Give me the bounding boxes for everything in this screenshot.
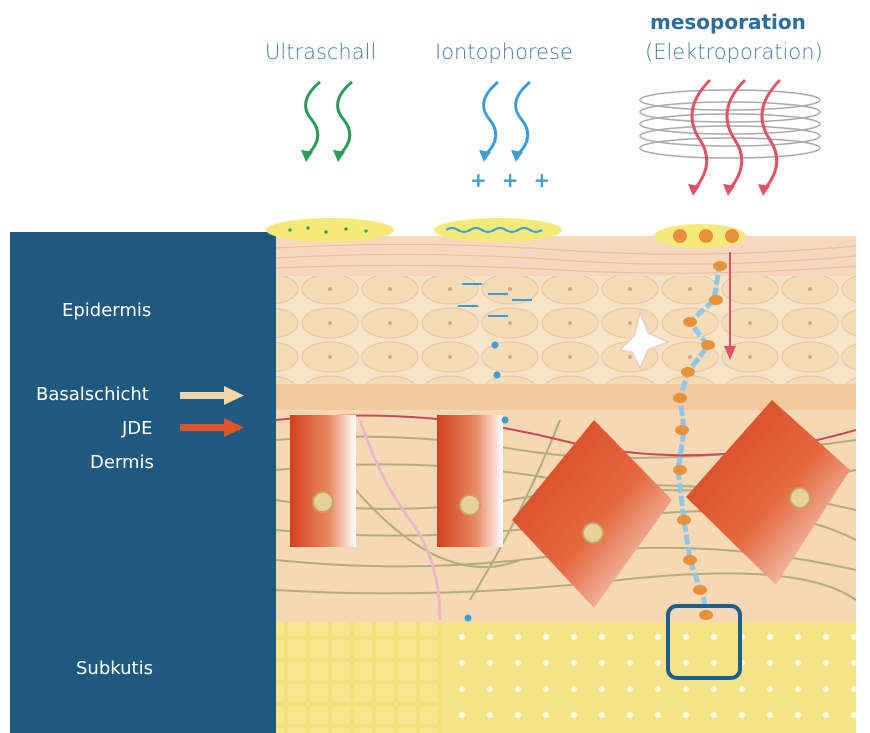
mesoporation-waves	[692, 80, 780, 190]
subcutis-label: Subkutis	[76, 658, 153, 679]
ultrasound-label: Ultraschall	[265, 40, 376, 64]
iontophoresis-label: Iontophorese	[435, 40, 573, 64]
mesoporation-label: mesoporation	[650, 10, 806, 34]
epidermis-label: Epidermis	[62, 300, 151, 321]
fibroblast-cell-1	[290, 415, 356, 547]
iontophoresis-waves	[484, 82, 530, 156]
epidermis-layer	[276, 276, 856, 388]
subcutis-layer-right	[442, 622, 856, 733]
ultrasound-gel	[266, 218, 394, 242]
jde-label: JDE	[122, 418, 153, 439]
electroporation-label: (Elektroporation)	[645, 40, 823, 64]
basal-label: Basalschicht	[36, 384, 149, 405]
iontophoresis-gel	[434, 218, 562, 242]
ultrasound-waves	[306, 82, 352, 156]
ion-plus-marks: + + +	[470, 168, 554, 192]
mesoporation-gel	[654, 224, 746, 248]
subcutis-layer-left	[276, 622, 442, 733]
dermis-label: Dermis	[90, 452, 154, 473]
fibroblast-cell-2	[437, 415, 503, 547]
